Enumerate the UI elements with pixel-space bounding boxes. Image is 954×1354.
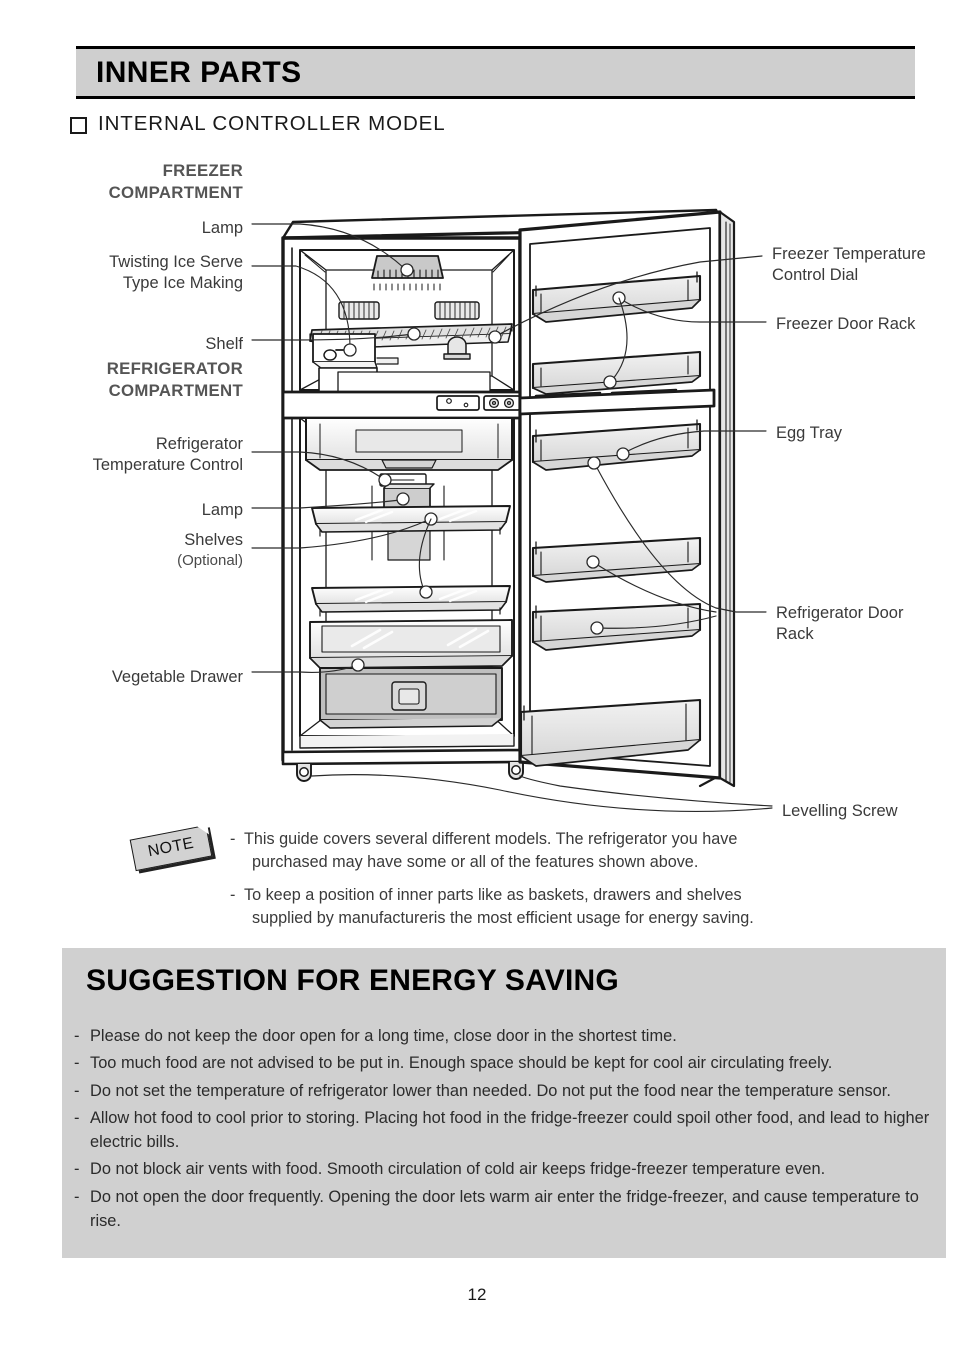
energy-saving-text: Allow hot food to cool prior to storing.… [90, 1108, 930, 1152]
callout-label: Shelf [205, 335, 243, 353]
note-text-line1: To keep a position of inner parts like a… [244, 886, 742, 904]
callout-label: Levelling Screw [782, 802, 898, 820]
callout-lamp-refrigerator: Lamp [202, 500, 243, 521]
bullet-dash: - [74, 1054, 80, 1073]
callout-refrigerator-compartment: REFRIGERATOR COMPARTMENT [107, 358, 243, 402]
note-dash: - [230, 830, 236, 848]
callout-levelling-screw: Levelling Screw [782, 801, 898, 822]
note-text-line2: supplied by manufactureris the most effi… [252, 909, 754, 927]
bullet-dash: - [74, 1081, 80, 1100]
note-text-line2: purchased may have some or all of the fe… [252, 853, 699, 871]
page-title: INNER PARTS [96, 55, 302, 89]
energy-saving-text: Do not block air vents with food. Smooth… [90, 1160, 826, 1179]
energy-saving-item: -Allow hot food to cool prior to storing… [68, 1106, 936, 1155]
energy-saving-item: -Too much food are not advised to be put… [68, 1051, 936, 1075]
callout-label: REFRIGERATOR COMPARTMENT [106, 359, 243, 400]
energy-saving-text: Do not open the door frequently. Opening… [90, 1187, 919, 1230]
callout-label: FREEZER COMPARTMENT [108, 161, 243, 202]
subheading-label: INTERNAL CONTROLLER MODEL [98, 112, 446, 135]
callout-freezer-door-rack: Freezer Door Rack [776, 314, 915, 335]
callout-label: Lamp [201, 501, 243, 519]
callout-label: Egg Tray [776, 424, 843, 442]
callout-twisting-ice-serve: Twisting Ice Serve Type Ice Making [109, 252, 243, 295]
callout-label: Vegetable Drawer [111, 668, 243, 686]
callout-refrigerator-temperature-control: Refrigerator Temperature Control [93, 434, 243, 477]
energy-saving-text: Do not set the temperature of refrigerat… [90, 1081, 891, 1100]
energy-saving-item: -Do not block air vents with food. Smoot… [68, 1157, 936, 1181]
energy-saving-title: SUGGESTION FOR ENERGY SAVING [86, 964, 619, 997]
energy-saving-panel: SUGGESTION FOR ENERGY SAVING -Please do … [62, 948, 946, 1258]
callout-label: Refrigerator Door Rack [776, 604, 904, 644]
callout-lamp-freezer: Lamp [202, 218, 243, 239]
bullet-dash: - [74, 1187, 80, 1206]
callout-freezer-temperature-control-dial: Freezer Temperature Control Dial [772, 244, 926, 287]
note-badge-label: NOTE [146, 834, 196, 861]
callout-label: Twisting Ice Serve Type Ice Making [109, 253, 243, 293]
energy-saving-list: -Please do not keep the door open for a … [68, 1024, 936, 1236]
energy-saving-text: Too much food are not advised to be put … [90, 1054, 833, 1073]
callout-egg-tray: Egg Tray [776, 423, 842, 444]
note-block: NOTE - This guide covers several differe… [126, 822, 856, 932]
energy-saving-text: Please do not keep the door open for a l… [90, 1027, 677, 1045]
callout-freezer-compartment: FREEZER COMPARTMENT [109, 160, 243, 204]
callout-sublabel: (Optional) [177, 552, 243, 570]
callout-refrigerator-door-rack: Refrigerator Door Rack [776, 603, 903, 646]
square-bullet-icon [70, 116, 87, 134]
note-item: - This guide covers several different mo… [230, 828, 830, 874]
bullet-dash: - [74, 1108, 80, 1127]
callout-shelf: Shelf [205, 334, 243, 355]
note-dash: - [230, 886, 236, 904]
note-badge: NOTE [129, 824, 213, 872]
bullet-dash: - [74, 1027, 80, 1045]
subheading: INTERNAL CONTROLLER MODEL [70, 112, 446, 136]
callout-shelves-optional: Shelves (Optional) [177, 530, 243, 571]
callout-label: Freezer Temperature Control Dial [772, 245, 926, 285]
page-header-band: INNER PARTS [76, 46, 915, 99]
callout-label: Shelves [184, 531, 243, 549]
note-text-line1: This guide covers several different mode… [244, 830, 738, 848]
callout-label: Freezer Door Rack [776, 315, 916, 333]
energy-saving-item: -Please do not keep the door open for a … [68, 1024, 936, 1048]
callout-label: Lamp [201, 219, 243, 237]
note-item: - To keep a position of inner parts like… [230, 884, 830, 930]
energy-saving-item: -Do not set the temperature of refrigera… [68, 1079, 936, 1103]
energy-saving-item: -Do not open the door frequently. Openin… [68, 1185, 936, 1234]
callout-label: Refrigerator Temperature Control [92, 435, 243, 475]
page-number: 12 [467, 1285, 487, 1304]
bullet-dash: - [74, 1160, 80, 1179]
callout-vegetable-drawer: Vegetable Drawer [112, 667, 243, 688]
